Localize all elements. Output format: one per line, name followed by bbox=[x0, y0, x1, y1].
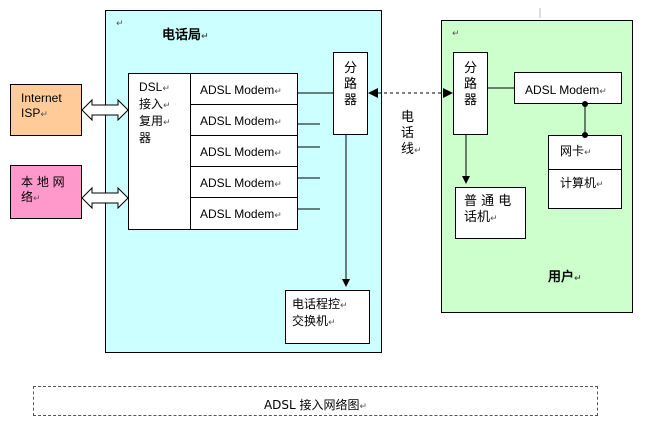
office-modem-3: ADSL Modem↵ bbox=[190, 135, 298, 167]
office-splitter: 分 路 器 bbox=[333, 52, 368, 135]
telephone-switch: 电话程控↵ 交换机↵ bbox=[285, 290, 370, 344]
user-title: 用户↵ bbox=[548, 270, 582, 285]
office-modem-5: ADSL Modem↵ bbox=[190, 197, 298, 230]
ordinary-telephone: 普 通 电 话机↵ bbox=[455, 187, 526, 239]
arrowhead-right bbox=[443, 88, 453, 98]
double-arrow-internet bbox=[81, 98, 129, 122]
paragraph-mark-icon: ↵ bbox=[116, 19, 124, 29]
arrowhead-left bbox=[368, 88, 378, 98]
local-network-box: 本 地 网 络↵ bbox=[10, 165, 82, 219]
dot-modem bbox=[582, 101, 588, 107]
divider bbox=[549, 169, 621, 170]
dot-nic bbox=[582, 132, 588, 138]
diagram-caption: ADSL 接入网络图↵ bbox=[33, 386, 598, 416]
office-modem-2: ADSL Modem↵ bbox=[190, 104, 298, 136]
dsl-access-multiplexer: DSL↵ 接入↵ 复用↵ 器 bbox=[128, 73, 191, 230]
paragraph-mark-icon: ↵ bbox=[452, 29, 460, 39]
office-title: 电话局↵ bbox=[162, 28, 209, 43]
user-splitter: 分 路 器 bbox=[453, 52, 488, 135]
internet-isp-box: Internet ISP↵ bbox=[10, 84, 82, 136]
double-arrow-local bbox=[81, 186, 129, 210]
user-modem: ADSL Modem↵ bbox=[514, 72, 622, 104]
network-card-computer: 网卡↵ 计算机↵ bbox=[548, 135, 622, 209]
office-modem-1: ADSL Modem↵ bbox=[190, 73, 298, 105]
phone-line-label: 电 话 线↵ bbox=[401, 110, 422, 157]
